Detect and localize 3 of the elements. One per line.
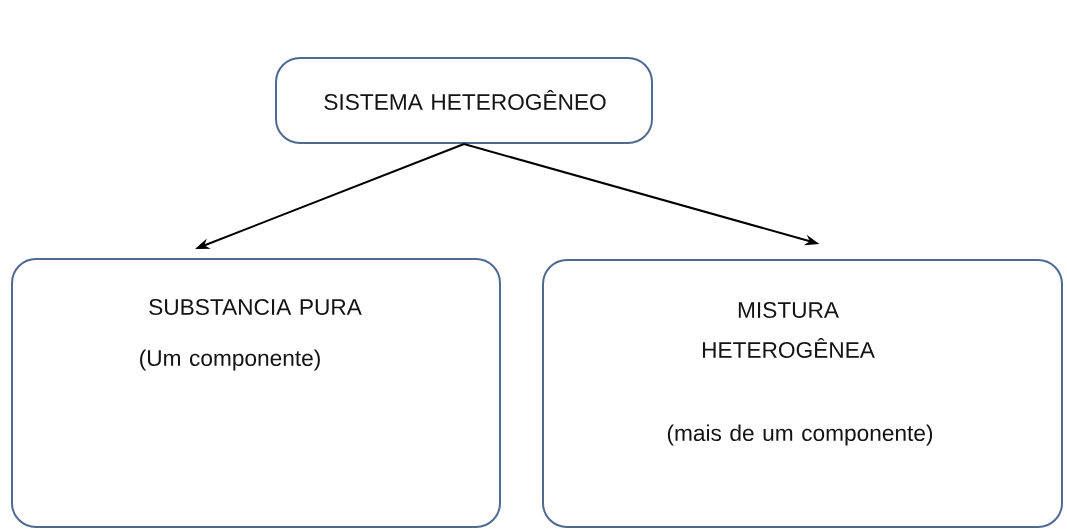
process-box: MISTURA HETEROGÊNEA (mais de um componente) (542, 259, 1063, 528)
process-box: SISTEMA HETEROGÊNEO (275, 57, 653, 144)
process-box: SUBSTANCIA PURA (Um componente) (11, 258, 501, 528)
